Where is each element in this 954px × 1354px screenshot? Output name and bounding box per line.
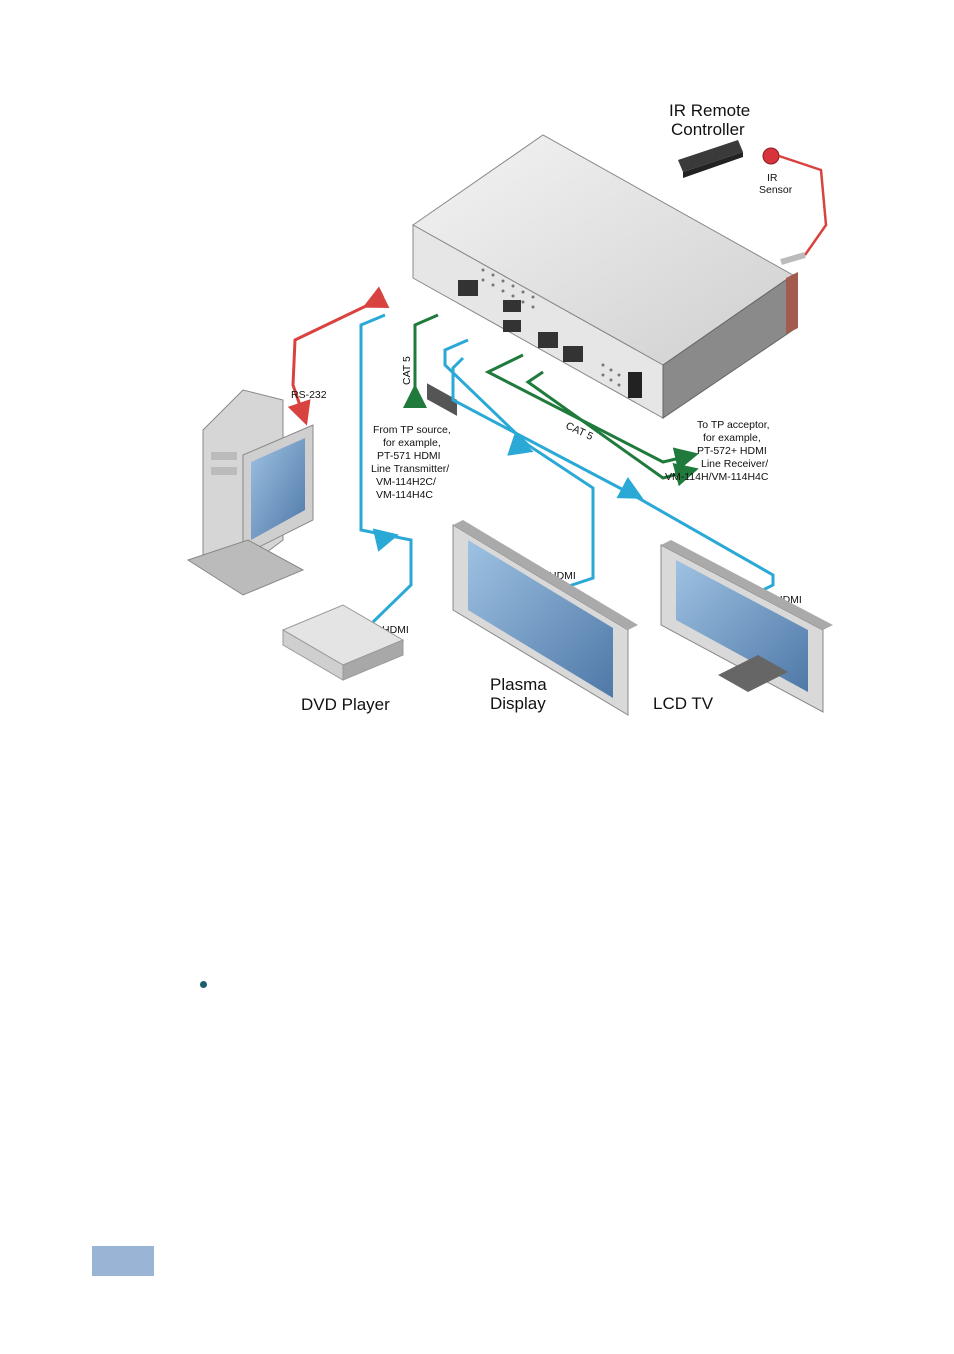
rj45-port-out-1	[538, 332, 558, 348]
cat5-output-cable-2	[525, 370, 699, 487]
rj45-port-out-2	[563, 346, 583, 362]
page-number-tab	[92, 1246, 154, 1276]
ir-remote-title: IR Remote Controller	[669, 101, 755, 139]
power-port	[628, 372, 642, 398]
rj45-port-in	[458, 280, 478, 296]
cat5-in-label: CAT 5	[401, 356, 413, 385]
rs232-cable	[287, 286, 390, 426]
ir-jack	[780, 252, 806, 265]
computer-icon	[186, 389, 314, 596]
plasma-display-label: Plasma Display	[490, 675, 551, 713]
rs232-port	[427, 383, 457, 416]
connection-diagram: IR Remote Controller IR Sensor RS-232 CA…	[186, 101, 833, 716]
switcher-unit	[412, 134, 798, 419]
hdmi-port-2	[503, 320, 521, 332]
dvd-player-label: DVD Player	[301, 695, 390, 714]
hdmi-port-1	[503, 300, 521, 312]
ir-sensor-icon	[762, 147, 780, 165]
ir-sensor-cable	[778, 154, 828, 256]
tp-source-label: From TP source, for example, PT-571 HDMI…	[371, 424, 454, 501]
plasma-display-icon	[452, 520, 638, 716]
list-bullet	[200, 981, 207, 988]
ir-sensor-label: IR Sensor	[759, 172, 793, 196]
lcd-tv-icon	[660, 540, 833, 713]
lcd-tv-label: LCD TV	[653, 694, 714, 713]
tp-acceptor-label: To TP acceptor, for example, PT-572+ HDM…	[665, 419, 773, 483]
rs232-label: RS-232	[291, 389, 327, 401]
dvd-player-icon	[281, 604, 405, 681]
ir-remote-icon	[678, 140, 743, 178]
cat5-input-cable	[413, 313, 439, 400]
